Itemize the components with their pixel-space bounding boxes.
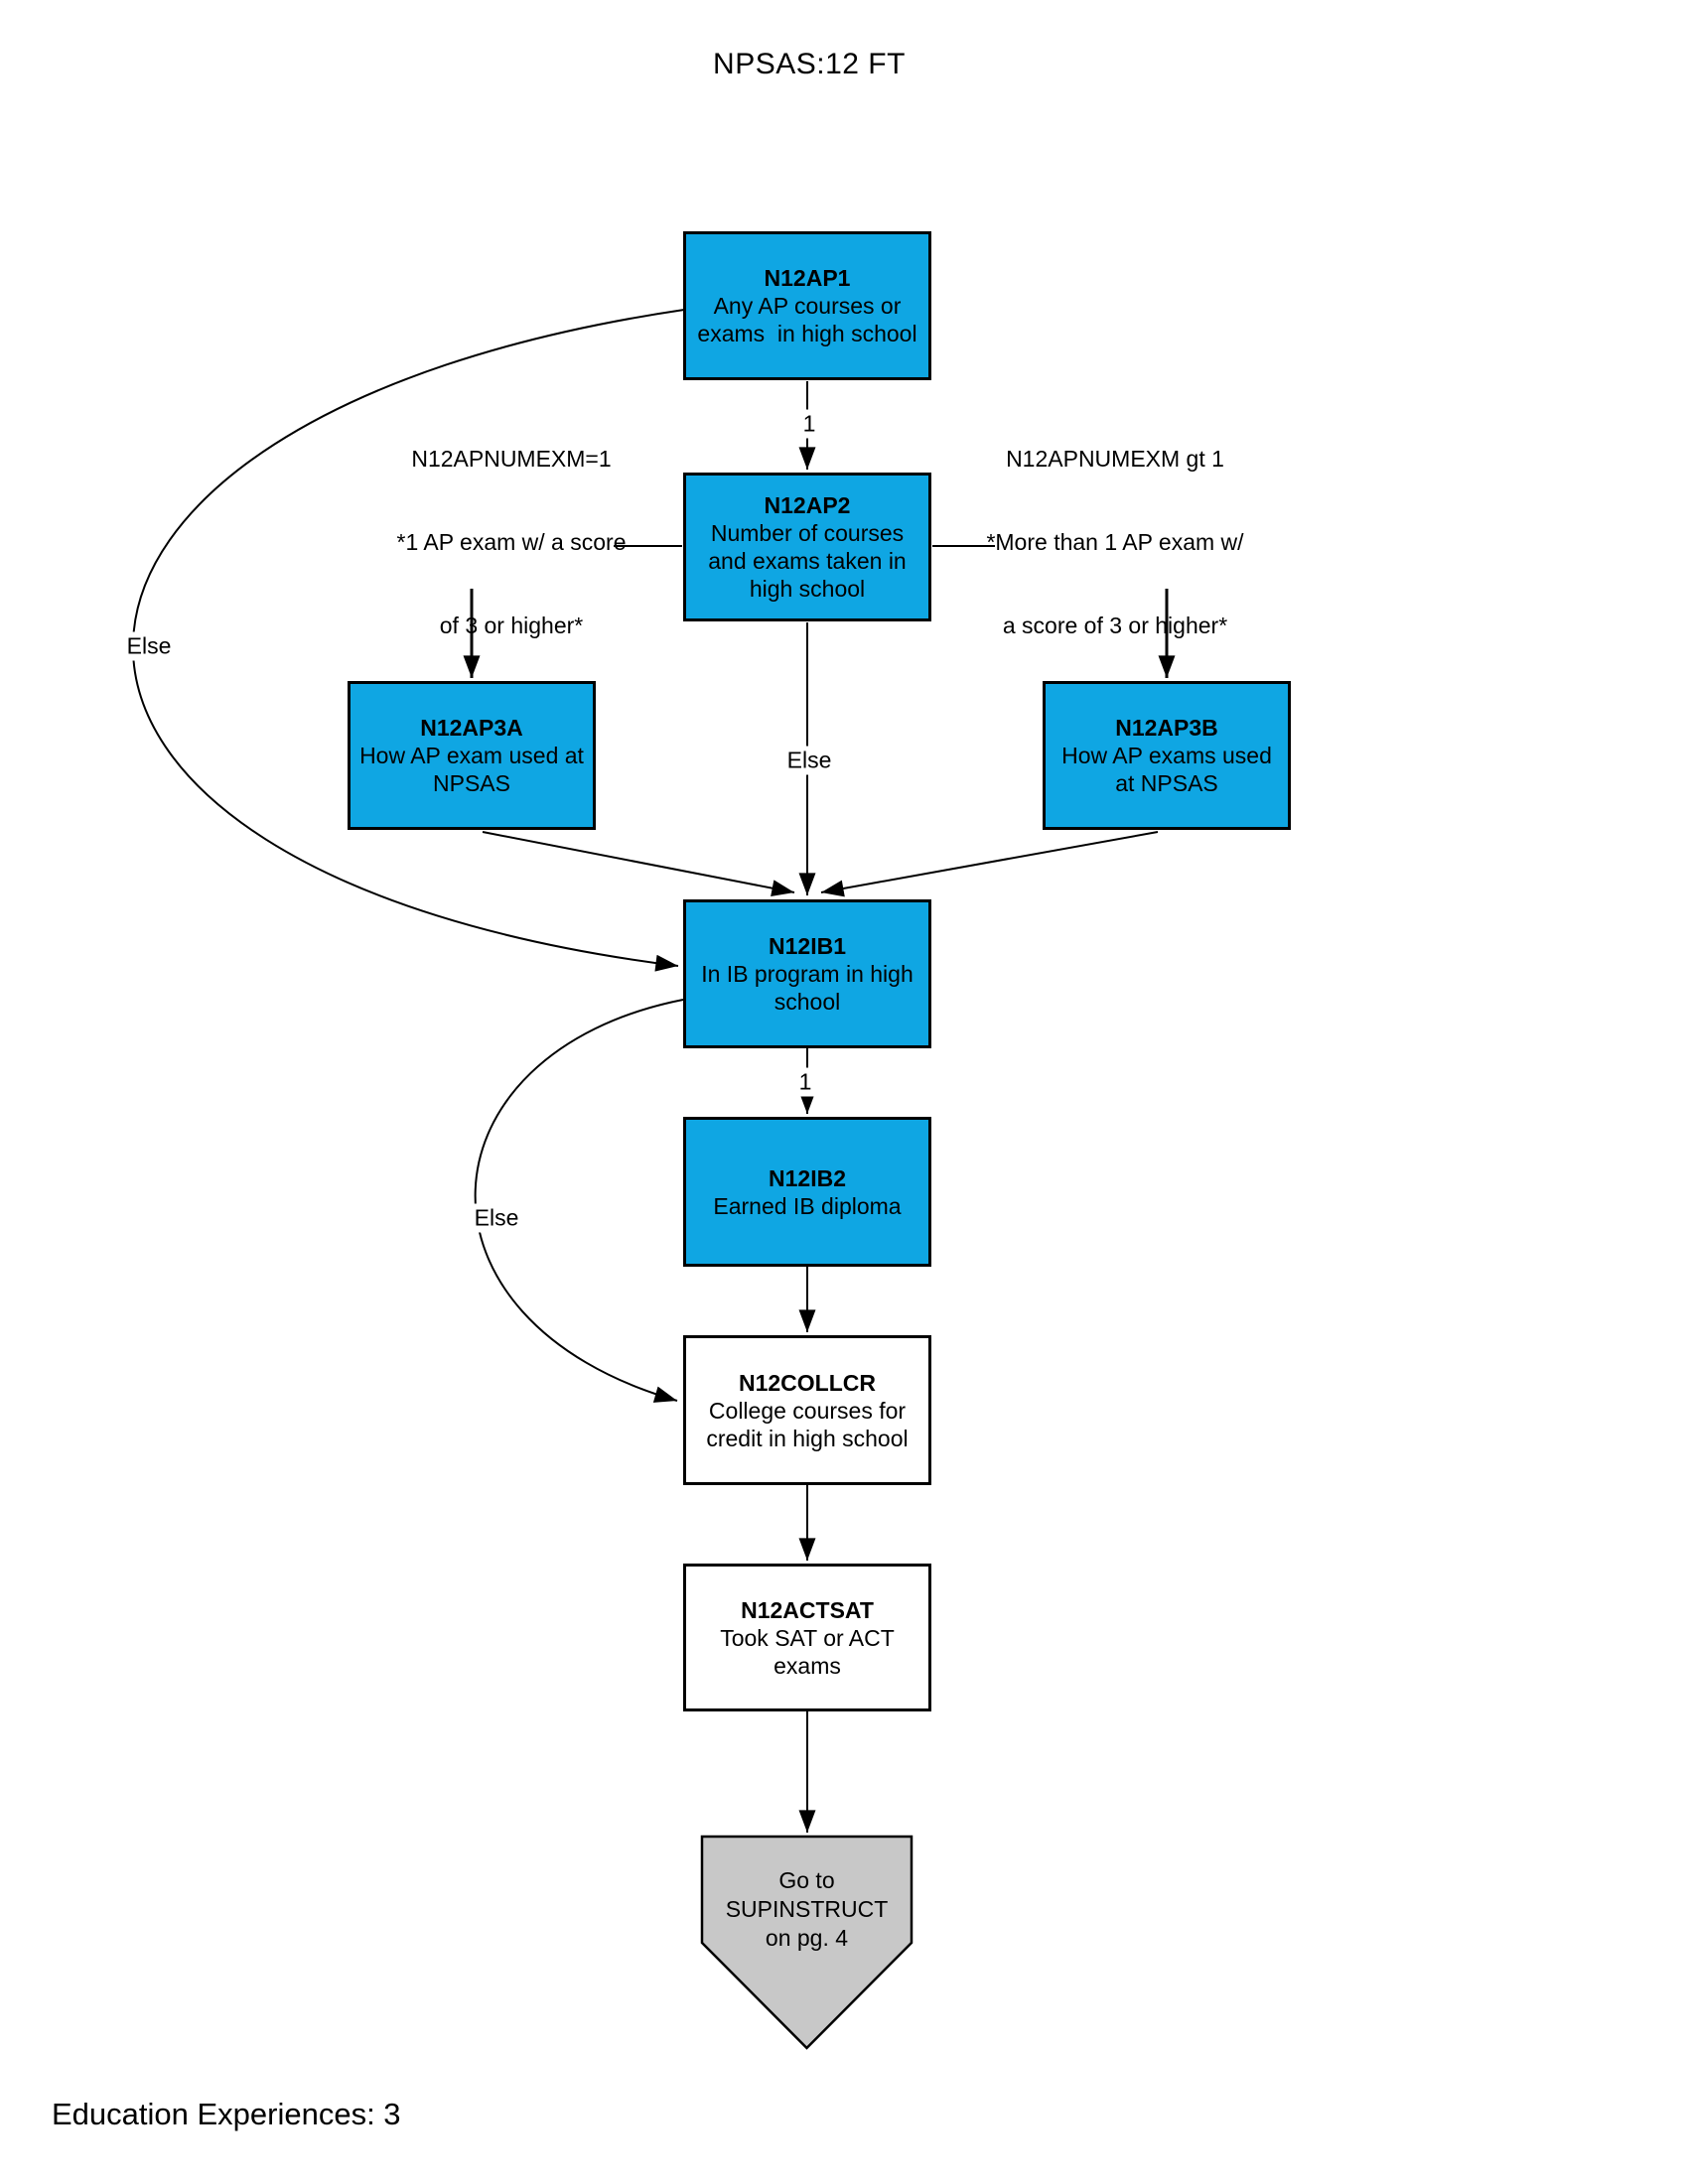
condition-label-left: N12APNUMEXM=1 *1 AP exam w/ a score of 3… xyxy=(397,389,627,695)
node-n12ib2: N12IB2 Earned IB diploma xyxy=(683,1117,931,1267)
terminal-text-line: on pg. 4 xyxy=(765,1924,849,1951)
terminal-supinstruct: Go to SUPINSTRUCT on pg. 4 xyxy=(702,1844,912,1974)
node-code: N12IB1 xyxy=(769,933,846,959)
condition-line: N12APNUMEXM gt 1 xyxy=(1006,446,1224,472)
node-n12ib1: N12IB1 In IB program in high school xyxy=(683,899,931,1048)
node-code: N12AP3A xyxy=(420,715,523,741)
edge-label-else-bottom: Else xyxy=(469,1203,524,1233)
node-text-line: How AP exams used xyxy=(1061,743,1272,768)
edge-label-else-top-left: Else xyxy=(121,631,177,661)
node-n12ap3a: N12AP3A How AP exam used at NPSAS xyxy=(348,681,596,830)
node-n12collcr: N12COLLCR College courses for credit in … xyxy=(683,1335,931,1485)
diagram-title: NPSAS:12 FT xyxy=(713,48,906,80)
condition-label-right: N12APNUMEXM gt 1 *More than 1 AP exam w/… xyxy=(986,389,1243,695)
edge-label-1-ib: 1 xyxy=(793,1067,817,1097)
node-text-line: Any AP courses or xyxy=(713,293,902,319)
node-text-line: College courses for xyxy=(708,1397,907,1424)
node-text-line: exams in high school xyxy=(697,321,917,346)
node-code: N12ACTSAT xyxy=(741,1596,874,1623)
node-text-line: Took SAT or ACT xyxy=(720,1624,895,1651)
condition-line: a score of 3 or higher* xyxy=(1002,613,1228,638)
node-code: N12IB2 xyxy=(769,1164,846,1191)
node-n12actsat: N12ACTSAT Took SAT or ACT exams xyxy=(683,1564,931,1711)
page-footer: Education Experiences: 3 xyxy=(52,2097,401,2131)
terminal-text-line: Go to xyxy=(778,1866,835,1893)
node-text-line: In IB program in high xyxy=(701,961,914,987)
node-n12ap2: N12AP2 Number of courses and exams taken… xyxy=(683,473,931,621)
node-text-line: How AP exam used at xyxy=(359,743,584,768)
edge-ap3b-to-ib1 xyxy=(820,831,1159,897)
node-text-line: exams xyxy=(774,1652,841,1679)
node-n12ap1: N12AP1 Any AP courses or exams in high s… xyxy=(683,231,931,380)
node-text-line: and exams taken in xyxy=(708,548,907,574)
node-text-line: high school xyxy=(749,576,866,602)
node-code: N12COLLCR xyxy=(738,1369,876,1396)
node-text-line: school xyxy=(774,989,841,1015)
edge-ap3a-to-ib1 xyxy=(482,831,795,897)
condition-line: *More than 1 AP exam w/ xyxy=(986,529,1244,555)
edge-label-1-ap: 1 xyxy=(797,409,821,439)
node-text-line: NPSAS xyxy=(433,770,510,796)
condition-line: of 3 or higher* xyxy=(439,613,584,638)
node-text-line: credit in high school xyxy=(706,1425,909,1451)
node-code: N12AP2 xyxy=(764,492,851,518)
node-text-line: at NPSAS xyxy=(1115,770,1218,796)
condition-line: N12APNUMEXM=1 xyxy=(411,446,612,472)
terminal-text-line: SUPINSTRUCT xyxy=(725,1895,889,1922)
condition-line: *1 AP exam w/ a score xyxy=(396,529,627,555)
node-n12ap3b: N12AP3B How AP exams used at NPSAS xyxy=(1043,681,1291,830)
node-code: N12AP1 xyxy=(764,265,851,291)
terminal-pentagon-shape xyxy=(700,1835,914,2050)
node-code: N12AP3B xyxy=(1115,715,1218,741)
edge-ib1-else-to-collcr xyxy=(474,999,684,1403)
node-text-line: Earned IB diploma xyxy=(713,1192,902,1219)
edge-label-else-middle: Else xyxy=(781,746,837,775)
node-text-line: Number of courses xyxy=(710,520,905,546)
